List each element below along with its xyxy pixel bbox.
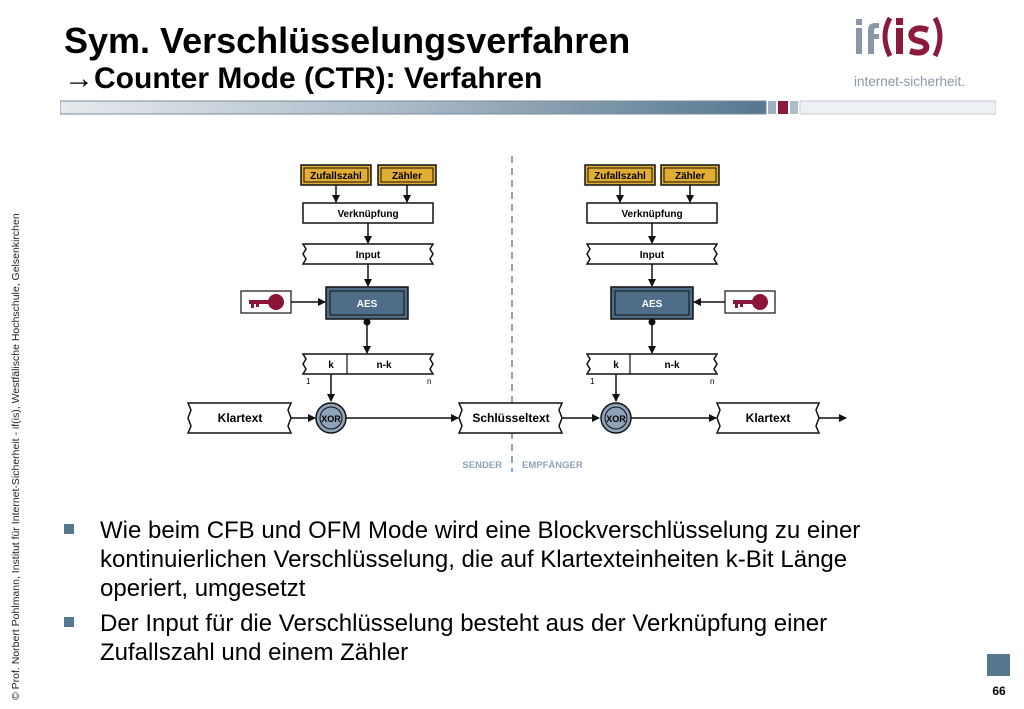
ctr-mode-diagram: Zufallszahl Zähler Verknüpfung Input AES… — [186, 156, 847, 472]
xor-label: XOR — [321, 414, 341, 424]
k-label: k — [613, 360, 619, 371]
input-box — [301, 243, 435, 265]
sender-label: SENDER — [462, 460, 502, 471]
page-number: 66 — [992, 684, 1006, 698]
klartext-box — [715, 402, 821, 434]
title-divider-bar — [60, 100, 996, 115]
input-box — [585, 243, 719, 265]
bullet-square-icon — [64, 524, 74, 534]
copyright-text: © Prof. Norbert Pohlmann, Institut für I… — [10, 213, 22, 700]
key-icon — [249, 294, 284, 310]
k-label: k — [328, 360, 334, 371]
klartext-label: Klartext — [218, 411, 263, 425]
logo-subtitle: internet-sicherheit. — [854, 74, 965, 89]
zufallszahl-label: Zufallszahl — [310, 171, 362, 182]
zufallszahl-label: Zufallszahl — [594, 171, 646, 182]
bullet-text: Wie beim CFB und OFM Mode wird eine Bloc… — [100, 517, 861, 602]
zaehler-label: Zähler — [392, 171, 422, 182]
bullet-text: Der Input für die Verschlüsselung besteh… — [100, 610, 828, 666]
klartext-label: Klartext — [746, 411, 791, 425]
kn-register-box — [585, 353, 719, 375]
subtitle-text: Counter Mode (CTR): Verfahren — [94, 62, 543, 95]
verknuepfung-label: Verknüpfung — [621, 209, 682, 220]
index-1-label: 1 — [590, 377, 595, 386]
slide-title: Sym. Verschlüsselungsverfahren — [64, 20, 631, 61]
input-label: Input — [356, 250, 381, 261]
corner-accent-square — [987, 654, 1010, 676]
sender-side: Zufallszahl Zähler Verknüpfung Input AES… — [186, 164, 437, 434]
verknuepfung-label: Verknüpfung — [337, 209, 398, 220]
key-icon — [733, 294, 768, 310]
ifis-logo: internet-sicherheit. — [854, 16, 965, 89]
aes-label: AES — [642, 299, 663, 310]
receiver-side: Zufallszahl Zähler Verknüpfung Input AES… — [584, 164, 847, 434]
schluesseltext-label: Schlüsseltext — [472, 411, 549, 425]
kn-register-box — [301, 353, 435, 375]
empfaenger-label: EMPFÄNGER — [522, 460, 583, 471]
arrow-right-icon: → — [64, 62, 94, 95]
index-1-label: 1 — [306, 377, 311, 386]
input-label: Input — [640, 250, 665, 261]
aes-label: AES — [357, 299, 378, 310]
bullet-square-icon — [64, 617, 74, 627]
index-n-label: n — [710, 377, 714, 386]
schluesseltext-box — [457, 402, 564, 434]
xor-label: XOR — [606, 414, 626, 424]
slide-subtitle: →Counter Mode (CTR): Verfahren — [64, 62, 542, 96]
nk-label: n-k — [665, 360, 680, 371]
index-n-label: n — [427, 377, 431, 386]
zaehler-label: Zähler — [675, 171, 705, 182]
nk-label: n-k — [377, 360, 392, 371]
klartext-box — [186, 402, 293, 434]
